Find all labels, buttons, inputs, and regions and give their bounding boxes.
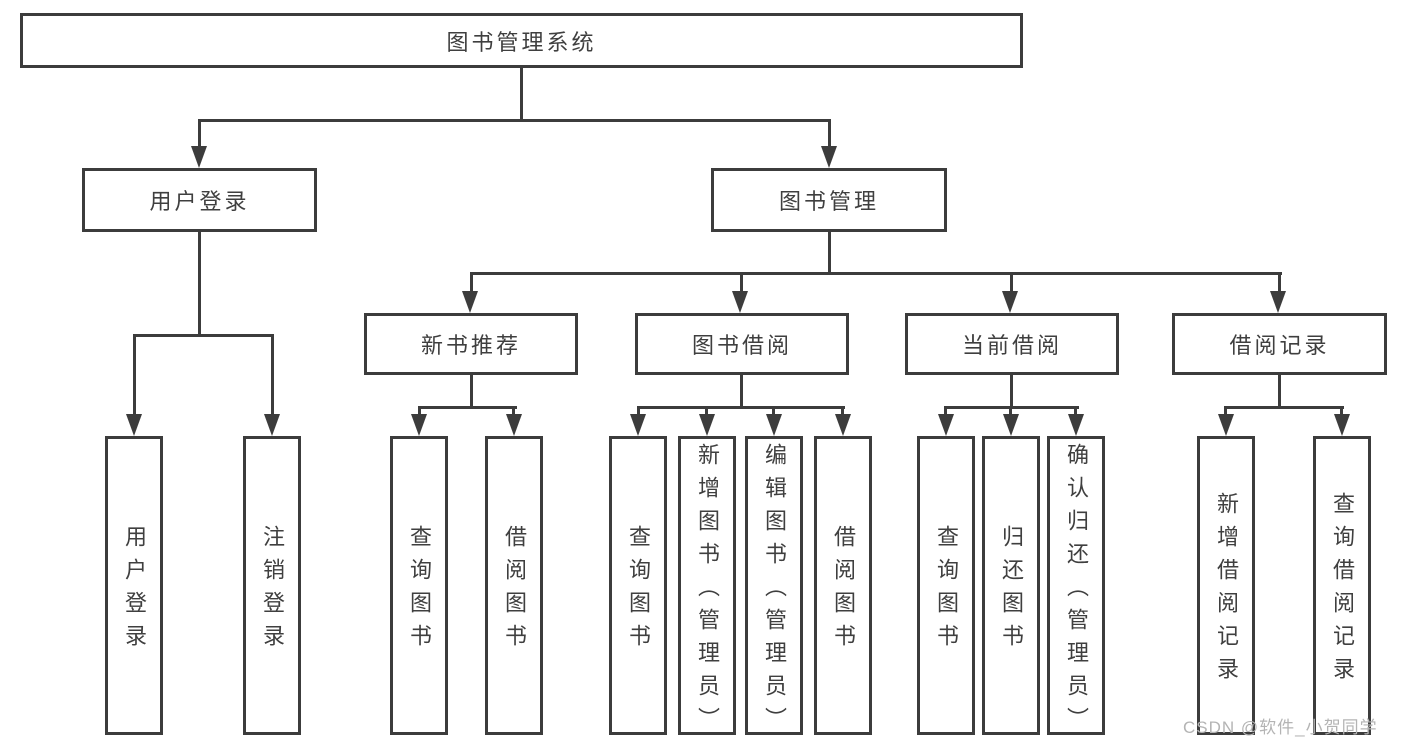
connector-line xyxy=(828,232,831,275)
node-label: 借阅记录 xyxy=(1229,333,1330,358)
arrow-down-icon xyxy=(938,414,954,436)
arrow-down-icon xyxy=(630,414,646,436)
connector-line xyxy=(740,375,743,408)
leaf-records-add-borrow-record: 新增借阅记录 xyxy=(1197,436,1255,735)
node-new-book-recommend: 新书推荐 xyxy=(364,313,578,375)
node-current-borrowing: 当前借阅 xyxy=(905,313,1119,375)
arrow-down-icon xyxy=(821,146,837,168)
arrow-down-icon xyxy=(732,291,748,313)
leaf-label: 借阅图书 xyxy=(502,525,527,657)
node-user-login: 用户登录 xyxy=(82,168,317,232)
node-book-borrowing: 图书借阅 xyxy=(635,313,849,375)
node-borrowing-records: 借阅记录 xyxy=(1172,313,1387,375)
arrow-down-icon xyxy=(699,414,715,436)
connector-line xyxy=(512,406,515,416)
connector-line xyxy=(133,334,136,416)
leaf-records-query-borrow-record: 查询借阅记录 xyxy=(1313,436,1371,735)
connector-line xyxy=(470,272,1282,275)
leaf-recommend-query-books: 查询图书 xyxy=(390,436,448,735)
arrow-down-icon xyxy=(1068,414,1084,436)
leaf-label: 归还图书 xyxy=(999,525,1024,657)
leaf-label: 编辑图书（管理员） xyxy=(762,442,787,740)
connector-line xyxy=(271,334,274,416)
arrow-down-icon xyxy=(506,414,522,436)
leaf-borrowing-add-books-admin: 新增图书（管理员） xyxy=(678,436,736,740)
connector-line xyxy=(637,406,845,409)
connector-line xyxy=(418,406,517,409)
leaf-label: 新增图书（管理员） xyxy=(695,442,720,740)
arrow-down-icon xyxy=(411,414,427,436)
connector-line xyxy=(637,406,640,416)
arrow-down-icon xyxy=(1270,291,1286,313)
connector-line xyxy=(1340,406,1343,416)
connector-line xyxy=(520,68,523,120)
connector-line xyxy=(772,406,775,416)
csdn-watermark: CSDN @软件_小贺同学 xyxy=(1183,718,1378,737)
leaf-current-query-books: 查询图书 xyxy=(917,436,975,735)
leaf-label: 用户登录 xyxy=(122,525,147,657)
connector-line xyxy=(1278,375,1281,408)
arrow-down-icon xyxy=(766,414,782,436)
arrow-down-icon xyxy=(835,414,851,436)
node-label: 图书管理系统 xyxy=(446,29,597,55)
connector-line xyxy=(705,406,708,416)
node-library-management-system: 图书管理系统 xyxy=(20,13,1023,68)
connector-line xyxy=(198,232,201,336)
leaf-borrowing-query-books: 查询图书 xyxy=(609,436,667,735)
connector-line xyxy=(470,272,473,293)
connector-line xyxy=(1224,406,1227,416)
connector-line xyxy=(944,406,947,416)
connector-line xyxy=(1009,406,1012,416)
leaf-label: 新增借阅记录 xyxy=(1214,492,1239,690)
connector-line xyxy=(740,272,743,293)
leaf-borrowing-edit-books-admin: 编辑图书（管理员） xyxy=(745,436,803,740)
connector-line xyxy=(198,119,831,122)
connector-line xyxy=(470,375,473,408)
leaf-label: 查询借阅记录 xyxy=(1330,492,1355,690)
arrow-down-icon xyxy=(1002,291,1018,313)
connector-line xyxy=(1074,406,1077,416)
connector-line xyxy=(198,119,201,150)
leaf-recommend-borrow-books: 借阅图书 xyxy=(485,436,543,735)
leaf-label: 查询图书 xyxy=(407,525,432,657)
connector-line xyxy=(1010,375,1013,408)
arrow-down-icon xyxy=(1003,414,1019,436)
arrow-down-icon xyxy=(1334,414,1350,436)
connector-line xyxy=(1224,406,1344,409)
node-label: 图书借阅 xyxy=(691,333,792,358)
leaf-logout: 注销登录 xyxy=(243,436,301,735)
leaf-label: 借阅图书 xyxy=(831,525,856,657)
connector-line xyxy=(1010,272,1013,293)
leaf-current-return-books: 归还图书 xyxy=(982,436,1040,735)
arrow-down-icon xyxy=(126,414,142,436)
leaf-label: 查询图书 xyxy=(626,525,651,657)
node-label: 图书管理 xyxy=(778,189,879,214)
leaf-label: 查询图书 xyxy=(934,525,959,657)
leaf-label: 确认归还（管理员） xyxy=(1064,442,1089,740)
connector-line xyxy=(841,406,844,416)
leaf-user-login: 用户登录 xyxy=(105,436,163,735)
node-label: 当前借阅 xyxy=(961,333,1062,358)
connector-line xyxy=(418,406,421,416)
arrow-down-icon xyxy=(264,414,280,436)
arrow-down-icon xyxy=(191,146,207,168)
connector-line xyxy=(133,334,274,337)
node-label: 用户登录 xyxy=(149,189,250,214)
connector-line xyxy=(1278,272,1281,293)
leaf-label: 注销登录 xyxy=(260,525,285,657)
arrow-down-icon xyxy=(462,291,478,313)
node-label: 新书推荐 xyxy=(420,333,521,358)
node-book-management: 图书管理 xyxy=(711,168,947,232)
arrow-down-icon xyxy=(1218,414,1234,436)
connector-line xyxy=(828,119,831,150)
leaf-current-confirm-return-admin: 确认归还（管理员） xyxy=(1047,436,1105,740)
leaf-borrowing-borrow-books: 借阅图书 xyxy=(814,436,872,735)
